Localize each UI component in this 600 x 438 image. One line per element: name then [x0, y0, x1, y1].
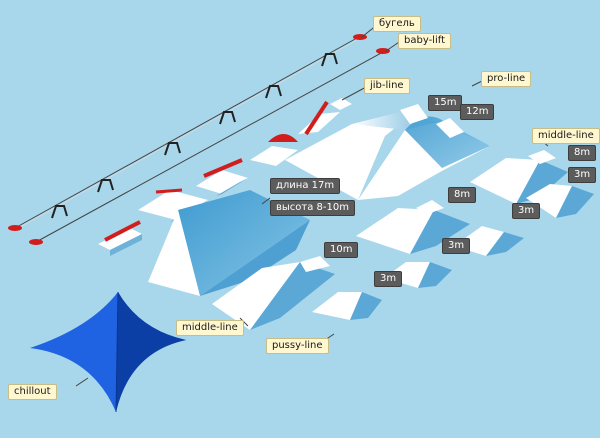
label-chillout: chillout — [8, 384, 57, 400]
label-middle-line-right: middle-line — [532, 128, 600, 144]
label-bugel: бугель — [373, 16, 421, 32]
pussy-line-jump — [312, 292, 382, 320]
big-jump — [148, 190, 310, 296]
size-15m: 15m — [428, 95, 463, 111]
size-10m: 10m — [324, 242, 359, 258]
size-3m-lower: 3m — [374, 271, 403, 287]
middle-line-right-jumps — [470, 150, 594, 218]
size-12m: 12m — [460, 104, 495, 120]
size-3m-center: 3m — [442, 238, 471, 254]
label-length: длина 17m — [270, 178, 341, 194]
label-baby-lift: baby-lift — [398, 33, 451, 49]
middle-line-left-jump — [212, 256, 335, 330]
baby-lift-lower-station — [29, 239, 43, 245]
baby-lift-upper-station — [376, 48, 390, 54]
label-middle-line-left: middle-line — [176, 320, 244, 336]
pro-line-jump — [285, 104, 490, 200]
size-8m-right: 8m — [568, 145, 597, 161]
size-3m-right: 3m — [568, 167, 597, 183]
chillout-tent — [30, 291, 186, 413]
center-jumps — [356, 200, 524, 288]
label-pussy-line: pussy-line — [266, 338, 329, 354]
jib-line-features — [98, 98, 352, 256]
label-jib-line: jib-line — [364, 78, 410, 94]
baby-lift — [29, 48, 390, 245]
bugel-lower-station — [8, 225, 22, 231]
label-height: высота 8-10m — [270, 200, 355, 216]
size-8m-center: 8m — [448, 187, 477, 203]
label-pro-line: pro-line — [481, 71, 532, 87]
size-3m-center-right: 3m — [512, 203, 541, 219]
bugel-lift — [8, 34, 367, 231]
